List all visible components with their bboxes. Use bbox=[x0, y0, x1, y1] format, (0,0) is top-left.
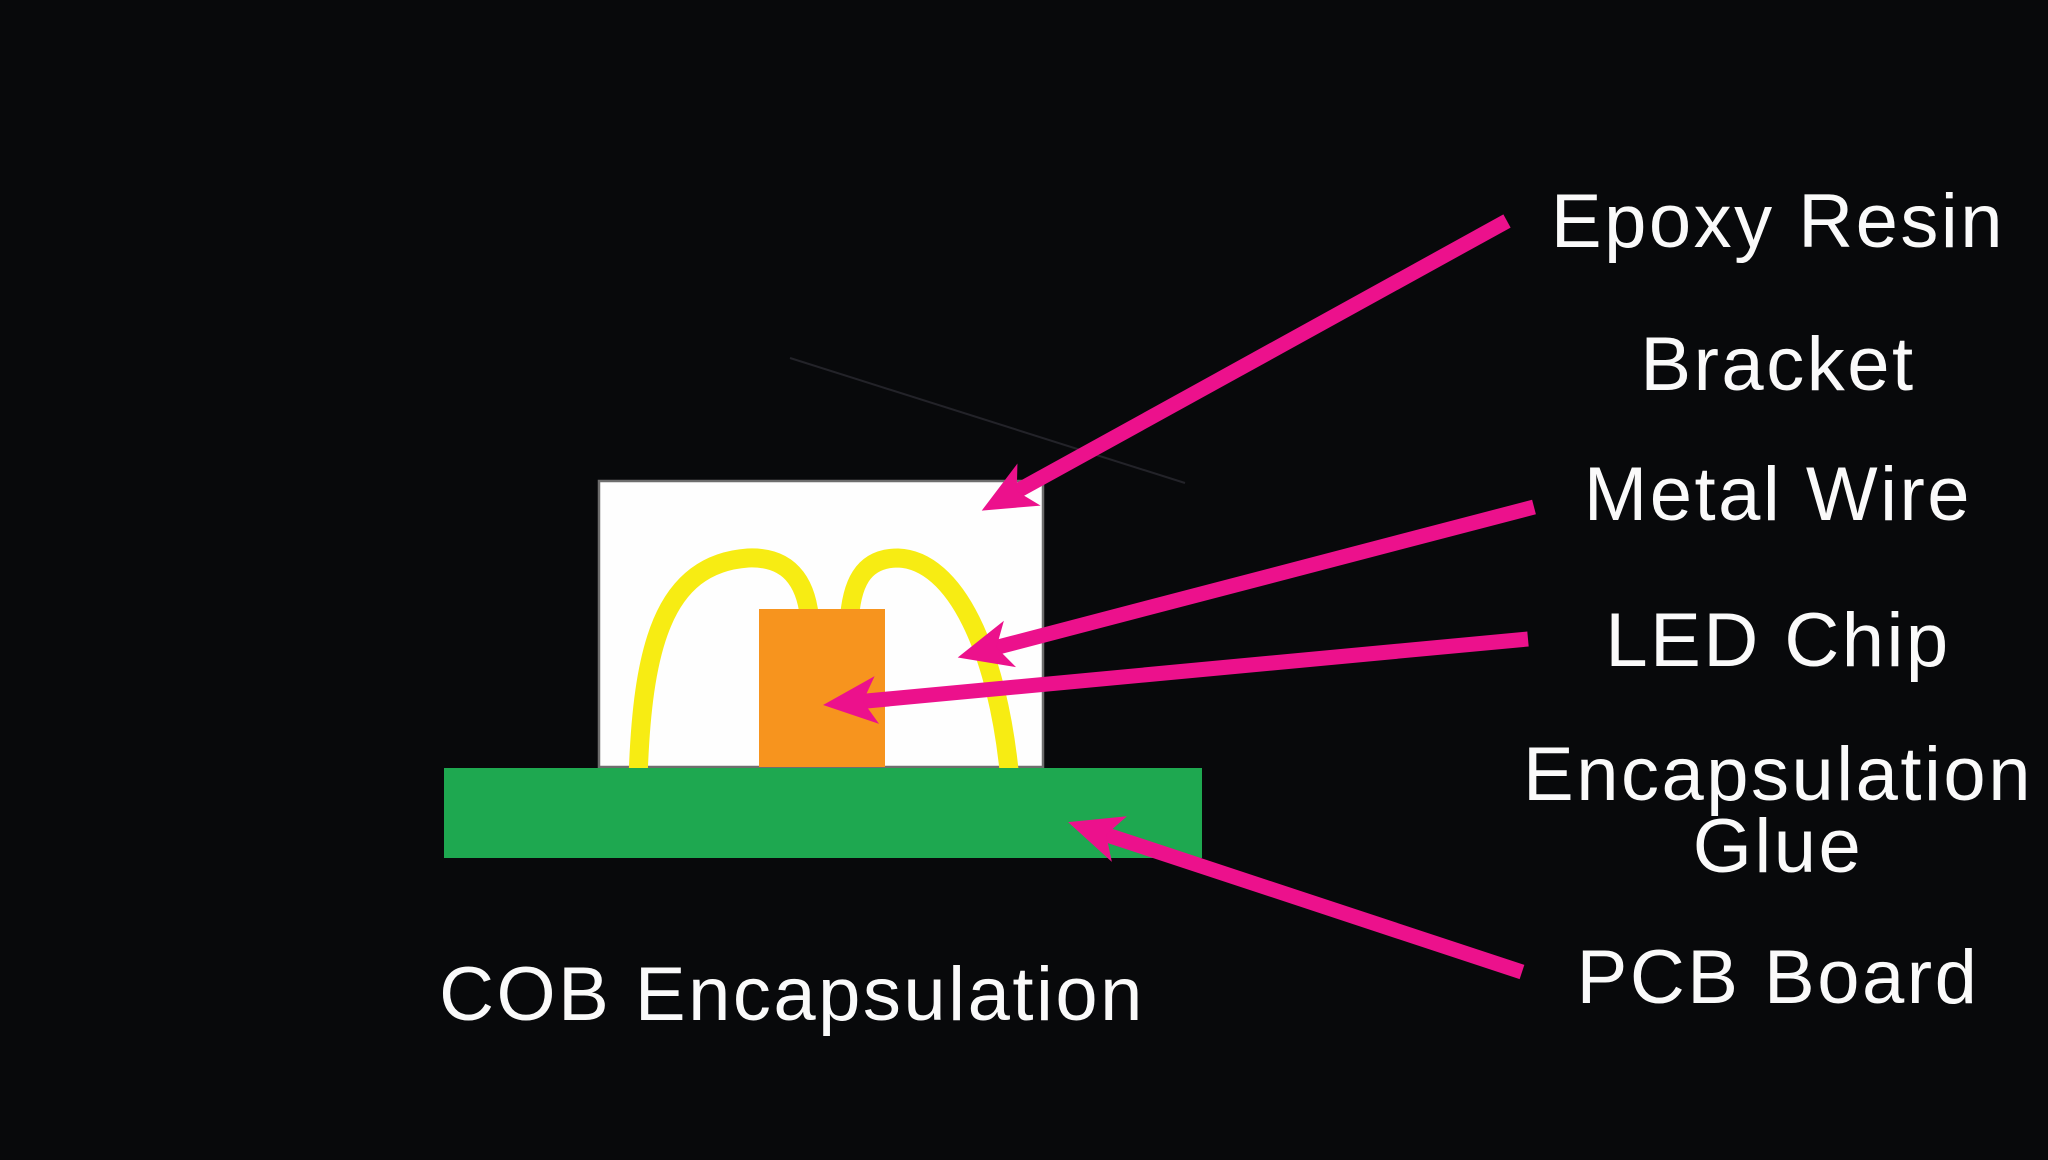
metal-wire-label: Metal Wire bbox=[1584, 452, 1972, 537]
epoxy-resin-arrow bbox=[981, 214, 1511, 511]
bracket-label: Bracket bbox=[1640, 322, 1915, 407]
pcb-board-shape bbox=[444, 768, 1202, 858]
led-chip-shape bbox=[759, 609, 885, 767]
pcb-board-arrow bbox=[1068, 816, 1525, 980]
metal-wire-arrow bbox=[957, 499, 1536, 668]
led-chip-label: LED Chip bbox=[1605, 598, 1950, 683]
metal-wire-left-shape bbox=[628, 548, 820, 781]
figure-caption: COB Encapsulation bbox=[439, 952, 1145, 1037]
led-chip-arrow bbox=[823, 631, 1529, 724]
pcb-board-label: PCB Board bbox=[1577, 935, 1980, 1020]
encapsulation-glue-label-line2: Glue bbox=[1693, 804, 1864, 889]
encapsulation-glue-label-line1: Encapsulation bbox=[1523, 732, 2033, 817]
epoxy-resin-label: Epoxy Resin bbox=[1551, 179, 2005, 264]
stray-hairline bbox=[789, 357, 1186, 484]
